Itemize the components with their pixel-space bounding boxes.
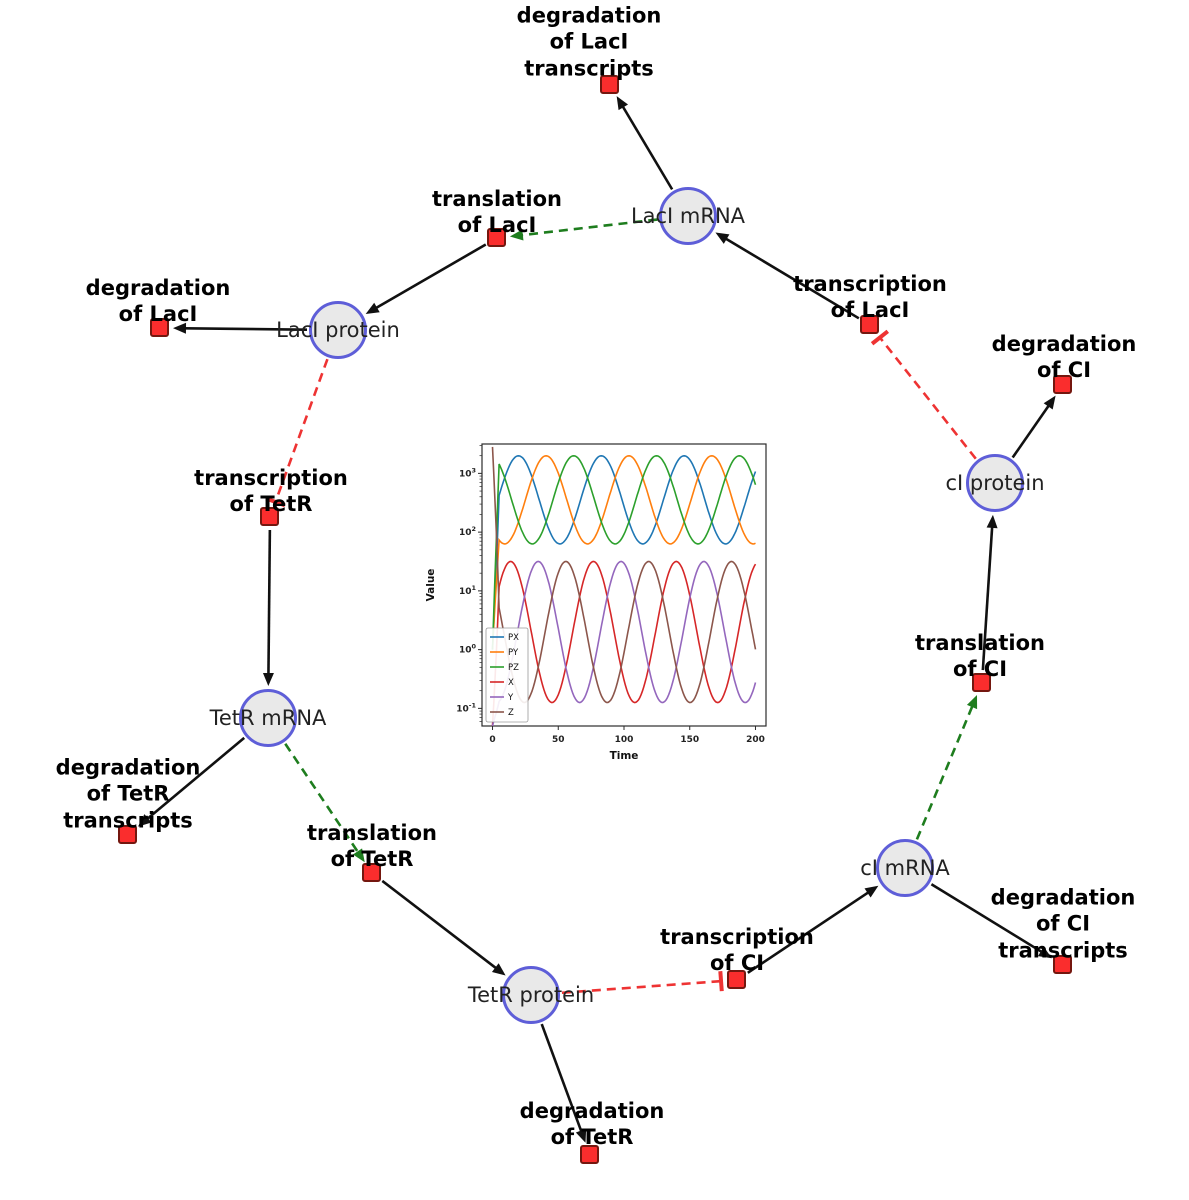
species-label-tetR_mRNA: TetR mRNA [209, 706, 327, 730]
legend-label-X: X [508, 678, 514, 688]
species-node-lacI_mRNA[interactable] [659, 187, 717, 245]
x-tick-label: 0 [489, 735, 495, 745]
series-line-X [491, 560, 757, 726]
y-tick-label: 100 [459, 643, 477, 656]
series-line-PY [491, 454, 756, 650]
species-label-cI_mRNA: cI mRNA [860, 856, 950, 880]
reaction-node-tl_lacI[interactable] [487, 228, 506, 247]
reaction-node-deg_cI_tx[interactable] [1053, 955, 1072, 974]
edge-tx_tetR-tetR_mRNA [262, 529, 274, 687]
reaction-label-tl_cI: translation of CI [915, 630, 1045, 681]
y-tick-label: 103 [459, 466, 476, 479]
reaction-node-deg_cI[interactable] [1053, 375, 1072, 394]
reaction-label-tx_lacI: transcription of LacI [793, 271, 947, 322]
reaction-node-deg_tetR[interactable] [580, 1145, 599, 1164]
edge-cI_protein-tx_lacI [870, 329, 977, 460]
y-tick-label: 10-1 [456, 701, 476, 714]
species-label-lacI_mRNA: LacI mRNA [630, 204, 746, 228]
x-tick-label: 150 [680, 735, 699, 745]
edge-lacI_protein-deg_lacI [172, 322, 308, 334]
edge-tl_cI-cI_protein [981, 514, 998, 671]
legend-label-Y: Y [507, 693, 514, 703]
reaction-node-tx_cI[interactable] [727, 970, 746, 989]
x-tick-label: 200 [746, 735, 765, 745]
legend-label-PZ: PZ [508, 663, 519, 673]
y-axis-label: Value [425, 569, 437, 602]
species-label-lacI_protein: LacI protein [276, 318, 400, 342]
reaction-label-deg_tetR_tx: degradation of TetR transcripts [55, 755, 201, 833]
reaction-label-deg_cI: degradation of CI [991, 331, 1137, 382]
series-line-PX [491, 454, 757, 650]
edge-lacI_mRNA-tl_lacI [509, 218, 658, 241]
species-node-cI_mRNA[interactable] [876, 839, 934, 897]
edge-lacI_protein-tx_tetR [265, 358, 329, 508]
reaction-node-deg_lacI[interactable] [150, 318, 169, 337]
edge-tl_lacI-lacI_protein [365, 243, 487, 314]
reaction-node-deg_lacI_tx[interactable] [600, 75, 619, 94]
edge-tetR_protein-deg_tetR [540, 1023, 587, 1143]
reaction-label-deg_lacI_tx: degradation of LacI transcripts [516, 3, 662, 81]
edge-tetR_protein-tx_cI [561, 971, 724, 995]
reaction-label-tl_tetR: translation of TetR [307, 820, 437, 871]
edge-cI_protein-deg_cI [1011, 395, 1056, 459]
reaction-label-deg_lacI: degradation of LacI [85, 275, 231, 326]
species-node-cI_protein[interactable] [966, 454, 1024, 512]
reaction-label-tl_lacI: translation of LacI [432, 186, 562, 237]
species-label-tetR_protein: TetR protein [467, 983, 595, 1007]
edge-lacI_mRNA-deg_lacI_tx [616, 96, 674, 191]
reaction-node-tx_tetR[interactable] [260, 507, 279, 526]
series-line-Y [491, 560, 757, 726]
reaction-node-tl_cI[interactable] [972, 673, 991, 692]
species-node-tetR_mRNA[interactable] [239, 689, 297, 747]
legend-label-PX: PX [508, 633, 519, 643]
chart-legend: PX PY PZ XYZ [485, 627, 529, 723]
edge-tl_tetR-tetR_protein [381, 879, 506, 976]
legend-label-PY: PY [508, 648, 519, 658]
series-line-PZ [491, 454, 757, 650]
edge-tx_lacI-lacI_mRNA [715, 232, 860, 320]
edge-tetR_mRNA-deg_tetR_tx [137, 736, 246, 827]
x-axis-label: Time [610, 750, 639, 762]
y-tick-label: 102 [459, 525, 476, 538]
x-tick-label: 50 [552, 735, 565, 745]
reaction-node-tx_lacI[interactable] [860, 315, 879, 334]
y-tick-label: 101 [459, 584, 477, 597]
reaction-label-deg_cI_tx: degradation of CI transcripts [990, 885, 1136, 963]
edge-tx_cI-cI_mRNA [747, 885, 879, 974]
species-label-cI_protein: cI protein [945, 471, 1045, 495]
series-line-Z [491, 446, 757, 704]
x-tick-label: 100 [615, 735, 634, 745]
edge-tetR_mRNA-tl_tetR [284, 743, 365, 863]
edge-cI_mRNA-tl_cI [915, 695, 978, 840]
species-node-tetR_protein[interactable] [502, 966, 560, 1024]
legend-label-Z: Z [508, 708, 514, 718]
reaction-label-deg_tetR: degradation of TetR [519, 1098, 665, 1149]
reaction-node-tl_tetR[interactable] [362, 863, 381, 882]
edge-cI_mRNA-deg_cI_tx [930, 883, 1052, 959]
chart-curves [491, 446, 757, 726]
reaction-node-deg_tetR_tx[interactable] [118, 825, 137, 844]
reaction-label-tx_tetR: transcription of TetR [194, 465, 348, 516]
reaction-label-tx_cI: transcription of CI [660, 924, 814, 975]
species-node-lacI_protein[interactable] [309, 301, 367, 359]
